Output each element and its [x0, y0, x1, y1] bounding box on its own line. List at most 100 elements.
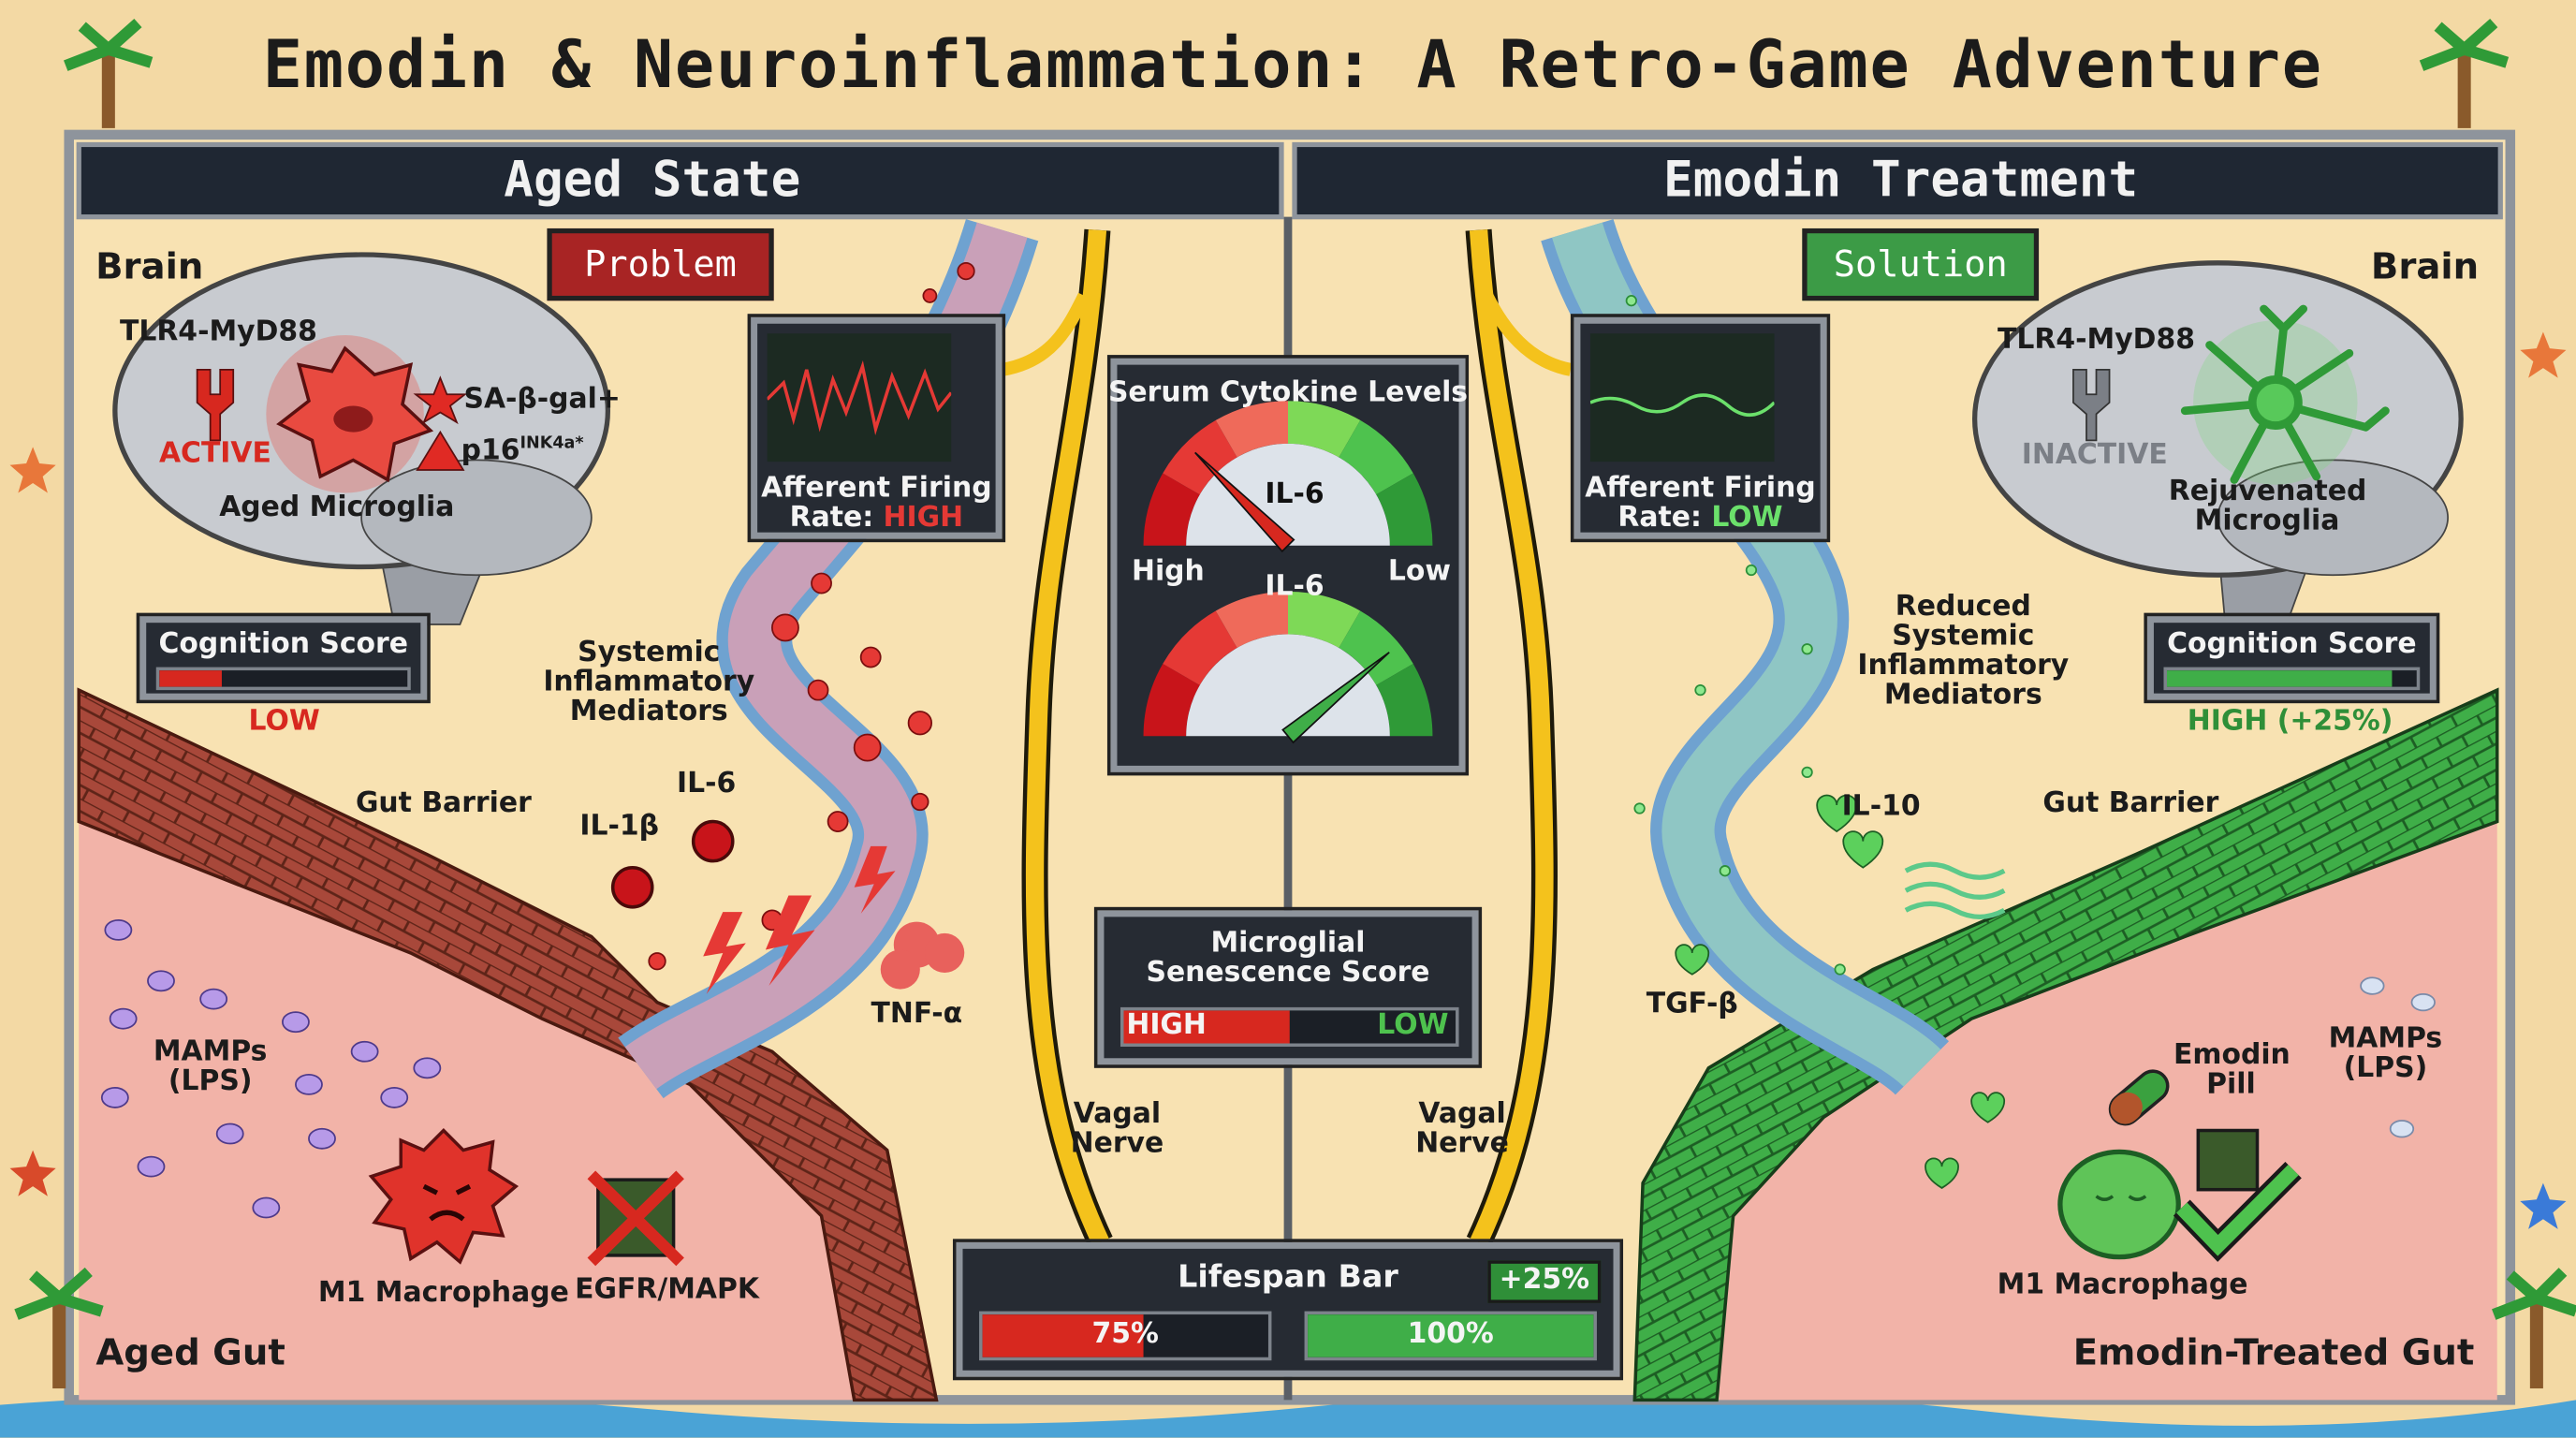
- starfish-icon: [9, 447, 56, 493]
- tlr4-receptor-inactive-icon: [2072, 369, 2111, 442]
- lifespan-panel: Lifespan Bar 75% 100% +25%: [952, 1239, 1624, 1381]
- lifespan-bar-treated: 100%: [1304, 1311, 1597, 1361]
- senescence-bar: HIGH LOW: [1120, 1006, 1459, 1047]
- palm-tree-icon: [2419, 18, 2510, 128]
- aged-il6-gauge-segment: [1376, 473, 1433, 546]
- mamps-particles-right: [2360, 976, 2436, 1138]
- mamps-label-left: MAMPs (LPS): [153, 1034, 268, 1098]
- lifespan-aged-label: 75%: [1091, 1317, 1159, 1351]
- aged-gut-label: Aged Gut: [95, 1333, 285, 1375]
- aged-il6-gauge-needle: [1194, 451, 1295, 553]
- il6-bomb-icon: [691, 819, 735, 863]
- cognition-bar-right: [2163, 667, 2421, 691]
- monitor-line1-left: Afferent Firing: [761, 471, 992, 506]
- aged-gut-lumen: [79, 821, 920, 1401]
- lifespan-gain-badge: +25%: [1487, 1260, 1602, 1303]
- palm-tree-icon: [2492, 1268, 2576, 1389]
- treated-il6-gauge-needle: [1281, 652, 1390, 744]
- lifespan-fill-aged: [982, 1314, 1144, 1357]
- mamps-label-right: MAMPs (LPS): [2328, 1021, 2443, 1085]
- star-icon: [413, 375, 468, 425]
- aged-microglia-label: Aged Microglia: [219, 491, 455, 525]
- treated-gut-label: Emodin-Treated Gut: [2072, 1333, 2475, 1375]
- emodin-pill-icon: [2108, 1069, 2170, 1126]
- gauge-label-aged: IL-6: [1265, 477, 1325, 511]
- treated-il6-gauge-face: [1186, 634, 1390, 737]
- firing-rate-low: LOW: [1711, 501, 1783, 535]
- left-header-bar: [76, 141, 1284, 220]
- treated-il6-gauge-segment: [1143, 664, 1200, 737]
- lightning-icon: [703, 912, 746, 994]
- page-title: Emodin & Neuroinflammation: A Retro-Game…: [262, 27, 2323, 104]
- starfish-icon: [2520, 331, 2567, 378]
- mediators-label-right: Reduced Systemic Inflammatory Mediators: [1857, 590, 2070, 712]
- problem-badge: Problem: [547, 227, 774, 301]
- treated-il6-gauge-segment: [1163, 610, 1237, 685]
- vagal-nerve-label-left: Vagal Nerve: [1070, 1097, 1164, 1161]
- cognition-bar-left: [155, 667, 411, 691]
- egfr-mapk-label: EGFR/MAPK: [575, 1273, 760, 1307]
- cognition-score-left: Cognition Score: [136, 612, 431, 704]
- cognition-value-left: LOW: [248, 705, 320, 739]
- cognition-title-left: Cognition Score: [158, 627, 408, 661]
- tnf-cloud-icon: [880, 921, 965, 990]
- treated-gut-lumen: [1691, 821, 2497, 1401]
- monitor-rate-prefix-right: Rate:: [1617, 501, 1712, 535]
- monitor-rate-prefix-left: Rate:: [789, 501, 884, 535]
- macrophage-label-left: M1 Macrophage: [317, 1276, 569, 1310]
- cytokine-tnf-alpha: TNF-α: [871, 997, 963, 1031]
- vagal-nerve-left-core: [1025, 229, 1109, 1246]
- firing-rate-high: HIGH: [883, 501, 964, 535]
- palm-tree-icon: [14, 1267, 104, 1389]
- cognition-fill-right: [2166, 670, 2393, 687]
- receptor-label-left: TLR4-MyD88: [119, 315, 317, 349]
- p16-base: p16: [461, 434, 520, 468]
- aged-il6-gauge-segment: [1287, 401, 1361, 458]
- right-header-bar: [1292, 141, 2503, 220]
- senescence-low-label: LOW: [1377, 1008, 1449, 1042]
- emodin-pill-label: Emodin Pill: [2173, 1038, 2291, 1101]
- sea: [0, 1390, 2576, 1438]
- lifespan-bar-aged: 75%: [979, 1311, 1272, 1361]
- mamps-particles-left: [100, 918, 442, 1219]
- nerve-branch-right: [1481, 292, 1573, 376]
- egfr-mapk-blocked-icon: [587, 1170, 684, 1267]
- checkmark-icon: [2173, 1161, 2302, 1262]
- lightning-icon: [854, 845, 896, 914]
- vagal-nerve-right-core: [1469, 229, 1554, 1246]
- heart-icons: [1675, 794, 2006, 1189]
- mediators-label-left: Systemic Inflammatory Mediators: [543, 636, 755, 728]
- ecg-screen-right: [1589, 333, 1775, 462]
- cognition-value-right: HIGH (+25%): [2187, 705, 2393, 739]
- senescence-title: Microglial Senescence Score: [1146, 927, 1430, 990]
- intact-gut-barrier: [1632, 687, 2499, 1402]
- solution-badge: Solution: [1802, 227, 2040, 301]
- gut-barrier-label-right: Gut Barrier: [2042, 786, 2219, 820]
- aged-il6-gauge-segment: [1339, 419, 1413, 495]
- lifespan-fill-treated: [1308, 1314, 1594, 1357]
- cytokine-il1b: IL-1β: [579, 810, 659, 844]
- cytokine-il10: IL-10: [1841, 790, 1921, 824]
- calm-waves-icon: [1904, 861, 2006, 919]
- receptor-label-right: TLR4-MyD88: [1998, 323, 2195, 357]
- cognition-score-right: Cognition Score: [2144, 612, 2440, 704]
- gut-barrier-label-left: Gut Barrier: [355, 786, 532, 820]
- macrophage-label-right: M1 Macrophage: [1997, 1269, 2248, 1302]
- starfish-icon: [2520, 1182, 2567, 1229]
- treated-il6-gauge-segment: [1376, 664, 1433, 737]
- vagal-nerve-label-right: Vagal Nerve: [1415, 1097, 1509, 1161]
- receptor-state-inactive: INACTIVE: [2021, 438, 2168, 472]
- treated-il6-gauge-segment: [1339, 610, 1413, 685]
- lifespan-title: Lifespan Bar: [1178, 1258, 1398, 1296]
- senescence-score-panel: Microglial Senescence Score HIGH LOW: [1093, 906, 1483, 1068]
- gauge-high-label: High: [1131, 555, 1205, 589]
- rejuvenated-microglia-icon: [2180, 304, 2390, 484]
- gauge-low-label: Low: [1387, 555, 1451, 589]
- ecg-screen-left: [767, 333, 952, 462]
- rejuvenated-microglia-label: Rejuvenated Microglia: [2168, 475, 2367, 537]
- gauge-label-treated: IL-6: [1265, 570, 1325, 604]
- calm-particles: [1625, 295, 1846, 976]
- aged-il6-gauge-segment: [1215, 401, 1288, 458]
